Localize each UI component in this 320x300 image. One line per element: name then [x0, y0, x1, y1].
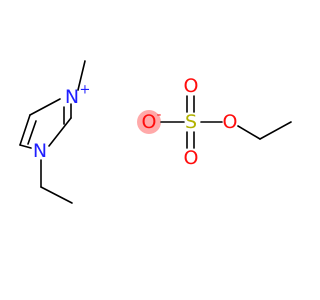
- charge-plus: +: [80, 83, 91, 98]
- molecule-canvas: N + N O - S O O O: [19, 60, 292, 204]
- bond-oester-ch2: [237, 125, 261, 140]
- bond-n3-c4: [29, 98, 61, 116]
- imidazolium-cation: N + N: [19, 60, 91, 204]
- bond-c4-c5-double: [27, 120, 37, 145]
- bond-n1-c2: [48, 117, 72, 147]
- atom-o-minus: O: [142, 111, 157, 133]
- atom-o-top: O: [184, 75, 199, 97]
- atom-o-ester: O: [223, 111, 238, 133]
- atom-n-ethyl: N: [33, 140, 47, 162]
- bond-ch2-ch3: [40, 186, 73, 204]
- ethylsulfate-anion: O - S O O O: [137, 75, 292, 169]
- atom-o-bottom: O: [184, 147, 199, 169]
- bond-ch2-ch3: [259, 121, 292, 140]
- oxygen-halo: [137, 110, 161, 134]
- charge-minus: -: [157, 108, 162, 123]
- bond-c5-n1: [19, 144, 32, 149]
- bond-c4-c5: [19, 114, 31, 146]
- bond-n3-methyl: [77, 60, 86, 91]
- atom-s: S: [185, 111, 197, 133]
- atom-n-methyl: N: [65, 86, 79, 108]
- structure-diagram: N + N O - S O O O: [19, 60, 292, 204]
